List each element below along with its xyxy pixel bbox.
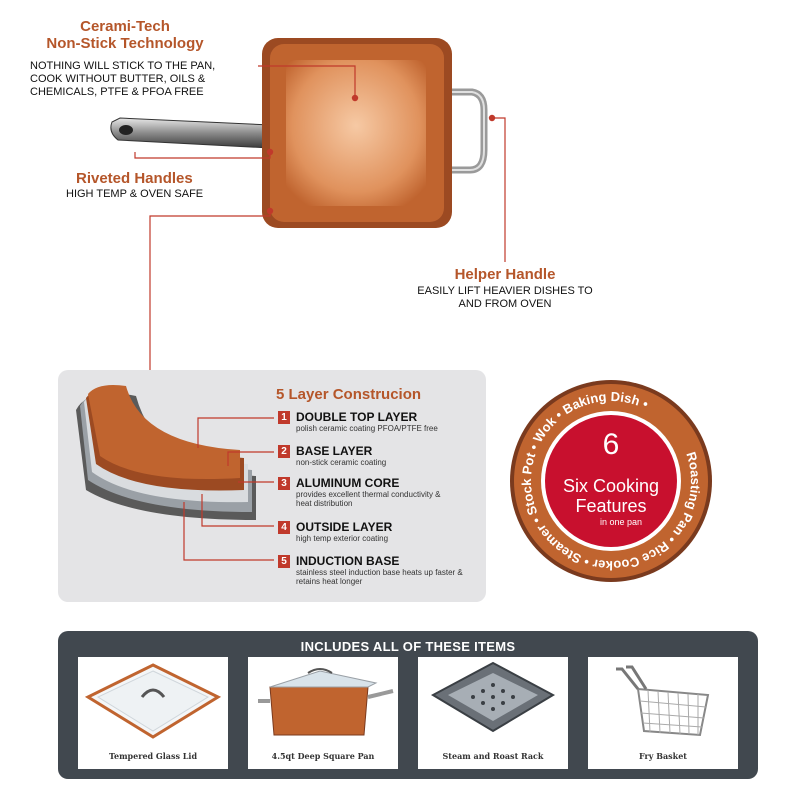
item-label: 4.5qt Deep Square Pan bbox=[271, 751, 375, 761]
helper-title: Helper Handle bbox=[454, 266, 556, 283]
nonstick-callout: Cerami-Tech Non-Stick Technology bbox=[20, 18, 230, 52]
layer-title: BASE LAYER bbox=[296, 444, 373, 458]
badge-number: 6 bbox=[603, 428, 620, 461]
layer-number-badge: 3 bbox=[278, 477, 290, 490]
riveted-callout: Riveted Handles HIGH TEMP & OVEN SAFE bbox=[66, 170, 266, 201]
layer-number-badge: 1 bbox=[278, 411, 290, 424]
layer-description: stainless steel induction base heats up … bbox=[296, 568, 463, 586]
layer-description: polish ceramic coating PFOA/PTFE free bbox=[296, 424, 438, 433]
nonstick-text-2: COOK WITHOUT BUTTER, OILS & bbox=[30, 73, 206, 85]
steam-rack-image bbox=[430, 661, 556, 733]
layer-connector-lines bbox=[183, 417, 274, 561]
glass-lid-image bbox=[84, 663, 222, 739]
layer-description: provides excellent thermal conductivity … bbox=[296, 490, 441, 508]
pan-illustration bbox=[110, 38, 488, 228]
item-card-steam-rack: Steam and Roast Rack bbox=[418, 657, 568, 769]
helper-text-1: EASILY LIFT HEAVIER DISHES TO bbox=[417, 285, 593, 297]
badge-line-1: Six Cooking bbox=[563, 476, 659, 496]
item-card-deep-pan: 4.5qt Deep Square Pan bbox=[248, 657, 398, 769]
badge-line-2: Features bbox=[575, 496, 646, 516]
helper-callout: Helper Handle EASILY LIFT HEAVIER DISHES… bbox=[400, 266, 610, 311]
riveted-text: HIGH TEMP & OVEN SAFE bbox=[66, 188, 204, 200]
six-features-badge: Roasting Pan • Rice Cooker • Steamer • S… bbox=[508, 378, 714, 584]
deep-pan-image bbox=[258, 668, 394, 736]
layers-title: 5 Layer Construcion bbox=[276, 386, 422, 403]
layer-number-badge: 2 bbox=[278, 445, 290, 458]
layer-number-badge: 5 bbox=[278, 555, 290, 568]
layer-number-badge: 4 bbox=[278, 521, 290, 534]
layer-description: high temp exterior coating bbox=[296, 534, 389, 543]
item-label: Fry Basket bbox=[639, 751, 687, 761]
callout-lines bbox=[134, 65, 506, 380]
helper-text-2: AND FROM OVEN bbox=[458, 298, 552, 310]
layer-title: INDUCTION BASE bbox=[296, 554, 400, 568]
layer-title: DOUBLE TOP LAYER bbox=[296, 410, 418, 424]
layer-construction-panel: 5 Layer Construcion 1 DOUBLE TOP LAYER p… bbox=[58, 370, 486, 602]
nonstick-text: NOTHING WILL STICK TO THE PAN, COOK WITH… bbox=[30, 60, 260, 99]
item-label: Steam and Roast Rack bbox=[442, 751, 544, 761]
fry-basket-image bbox=[616, 665, 710, 737]
nonstick-text-3: CHEMICALS, PTFE & PFOA FREE bbox=[30, 86, 204, 98]
included-items-title: INCLUDES ALL OF THESE ITEMS bbox=[300, 639, 516, 654]
nonstick-text-1: NOTHING WILL STICK TO THE PAN, bbox=[30, 60, 216, 72]
badge-line-3: in one pan bbox=[600, 517, 642, 527]
layer-description: non-stick ceramic coating bbox=[296, 458, 387, 467]
layer-title: ALUMINUM CORE bbox=[296, 476, 400, 490]
item-label: Tempered Glass Lid bbox=[108, 751, 198, 761]
nonstick-title-2: Non-Stick Technology bbox=[46, 35, 204, 52]
riveted-title: Riveted Handles bbox=[76, 170, 193, 187]
layer-title: OUTSIDE LAYER bbox=[296, 520, 393, 534]
nonstick-title-1: Cerami-Tech bbox=[80, 18, 170, 35]
included-items-panel: INCLUDES ALL OF THESE ITEMS Tempered Gla… bbox=[58, 631, 758, 779]
layer-cross-section-image bbox=[76, 385, 256, 520]
item-card-fry-basket: Fry Basket bbox=[588, 657, 738, 769]
item-card-glass-lid: Tempered Glass Lid bbox=[78, 657, 228, 769]
